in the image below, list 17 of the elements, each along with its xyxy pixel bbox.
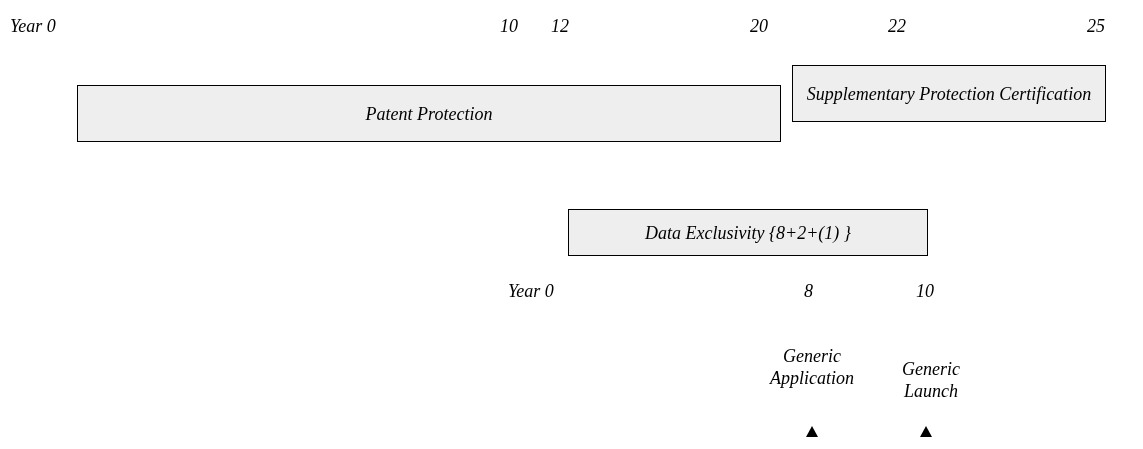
milestone-label: Generic Launch bbox=[901, 358, 961, 402]
period-bar bbox=[568, 209, 928, 256]
milestone-label: Generic Application bbox=[768, 345, 855, 389]
year-label: 12 bbox=[551, 15, 569, 37]
period-bar bbox=[792, 65, 1106, 122]
year-label: 10 bbox=[916, 280, 934, 302]
year-label: 8 bbox=[804, 280, 813, 302]
year-label: 22 bbox=[888, 15, 906, 37]
year-label: Year 0 bbox=[508, 280, 554, 302]
period-label: Patent Protection bbox=[365, 102, 493, 125]
year-label: 10 bbox=[500, 15, 518, 37]
year-label: 25 bbox=[1087, 15, 1105, 37]
period-label: Data Exclusivity {8+2+(1) } bbox=[644, 221, 852, 244]
year-label: 20 bbox=[750, 15, 768, 37]
period-label: Supplementary Protection Certification bbox=[806, 82, 1092, 105]
year-label: Year 0 bbox=[10, 15, 56, 37]
period-bar bbox=[77, 85, 781, 142]
